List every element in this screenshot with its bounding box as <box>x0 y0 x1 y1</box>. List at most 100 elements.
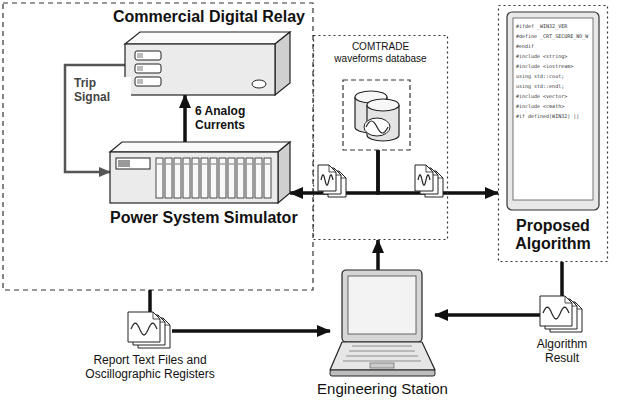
figure-part <box>256 164 261 165</box>
flow-arrow <box>560 262 564 296</box>
figure-part <box>275 32 290 95</box>
figure-part <box>330 342 435 370</box>
figure-part <box>137 53 143 58</box>
figure-part <box>418 175 430 185</box>
figure-part <box>352 346 412 347</box>
figure-part <box>426 165 433 172</box>
relay-device: Commercial Digital Relay <box>125 32 290 95</box>
figure-part <box>157 164 162 165</box>
figure-part <box>135 77 161 86</box>
figure-part <box>318 165 336 191</box>
flow-arrow <box>172 329 330 333</box>
figure-part <box>220 164 225 165</box>
figure-part <box>156 158 163 198</box>
figure-part <box>366 121 388 133</box>
laptop-icon-figure <box>330 270 435 376</box>
figure-part <box>264 158 271 198</box>
figure-part <box>255 158 262 198</box>
algorithm-region: Proposed Algorithm <box>498 5 608 262</box>
database-region-figure <box>313 35 448 240</box>
figure-part <box>137 79 143 84</box>
node-title: Engineering Station <box>300 380 465 397</box>
figure-part <box>415 165 443 197</box>
figure-part <box>321 175 333 185</box>
figure-part <box>246 158 253 198</box>
node-title: COMTRADE waveforms database <box>328 41 433 64</box>
code-line: #endif <box>516 42 534 51</box>
figure-part <box>110 152 278 203</box>
figure-part <box>238 164 243 165</box>
code-line: using std::cout; <box>516 72 564 81</box>
figure-part <box>343 80 410 150</box>
figure-part <box>137 66 143 71</box>
figure-part <box>252 80 266 88</box>
relay-device-figure <box>125 32 290 95</box>
simulator-device-figure <box>110 142 290 203</box>
node-title: Report Text Files and Oscillographic Reg… <box>70 354 230 382</box>
figure-part <box>415 165 433 191</box>
figure-part <box>166 164 171 165</box>
code-line: #include <string> <box>516 52 567 61</box>
figure-part <box>346 356 418 357</box>
code-line: #include <vector> <box>516 92 567 101</box>
figure-part <box>513 18 593 200</box>
figure-part <box>370 363 394 368</box>
code-line: using std::endl; <box>516 82 564 91</box>
signal-label: 6 Analog Currents <box>194 105 252 133</box>
figure-part <box>247 164 252 165</box>
figure-part <box>228 158 235 198</box>
figure-part <box>116 158 150 169</box>
figure-part <box>219 158 226 198</box>
flow-arrow <box>290 150 378 193</box>
figure-part <box>135 51 161 60</box>
signal-label: Trip Signal <box>73 77 131 105</box>
simulator-device: Power System Simulator <box>110 142 290 203</box>
figure-part <box>229 164 234 165</box>
figure-part <box>211 164 216 165</box>
code-line: #include <cmath> <box>516 102 564 111</box>
figure-part <box>131 323 157 335</box>
figure-part <box>165 158 172 198</box>
figure-part <box>125 32 290 44</box>
figure-part <box>540 296 572 326</box>
figure-part <box>202 164 207 165</box>
figure-part <box>210 158 217 198</box>
figure-part <box>183 158 190 198</box>
figure-part <box>565 296 572 303</box>
node-title: Algorithm Result <box>522 338 602 366</box>
figure-part <box>110 142 290 152</box>
node-title: Commercial Digital Relay <box>113 8 305 26</box>
figure-part <box>128 312 160 342</box>
figure-part <box>499 6 608 262</box>
figure-part <box>174 158 181 198</box>
code-line: #if defined(WIN32) || <box>516 112 579 121</box>
figure-part <box>118 160 130 167</box>
document-icon: Algorithm Result <box>540 296 584 334</box>
figure-part <box>201 158 208 198</box>
figure-part <box>348 276 416 334</box>
node-title: Power System Simulator <box>110 209 290 227</box>
flow-arrow <box>376 240 380 270</box>
document-icon: Report Text Files and Oscillographic Reg… <box>128 312 172 350</box>
dashed-region <box>3 3 313 290</box>
figure-part <box>349 351 415 352</box>
figure-part <box>329 165 336 172</box>
figure-part <box>343 361 421 362</box>
flow-arrow <box>183 95 187 142</box>
figure-part <box>135 64 161 73</box>
flow-arrow <box>435 313 540 317</box>
laptop-icon: Engineering Station <box>330 270 435 376</box>
figure-part <box>265 164 270 165</box>
figure-part <box>192 158 199 198</box>
code-line: #ifdef _WIN32_VER <box>516 22 567 31</box>
document-icon-figure <box>128 312 172 350</box>
figure-part <box>507 12 599 210</box>
figure-part <box>184 164 189 165</box>
figure-part <box>543 307 569 319</box>
figure-part <box>193 164 198 165</box>
figure-part <box>237 158 244 198</box>
code-line: #define _CRT_SECURE_NO_W <box>516 32 588 41</box>
document-icon-figure <box>540 296 584 334</box>
figure-part <box>367 99 399 111</box>
figure-part <box>175 164 180 165</box>
